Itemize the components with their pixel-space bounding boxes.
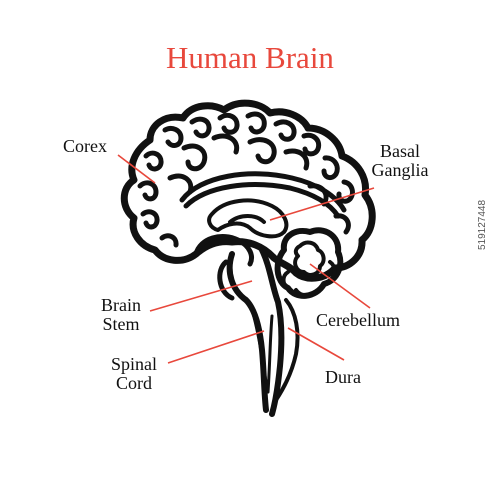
label-brain-stem-line-1: Brain [101, 295, 141, 315]
temporal-lobe [193, 234, 254, 267]
cortex-folds [137, 111, 355, 248]
cerebellum-structure [274, 227, 344, 299]
brain-drawing [120, 99, 376, 417]
label-basal-ganglia: Basal Ganglia [362, 142, 438, 180]
stock-id: 519127448 [477, 199, 488, 250]
label-spinal-cord: Spinal Cord [100, 355, 168, 393]
label-cortex: Corex [63, 136, 107, 156]
brain-stem-outline [226, 247, 285, 417]
dura-outline [274, 298, 300, 402]
diagram-title: Human Brain [166, 40, 334, 75]
leader-line-cortex [117, 154, 156, 184]
corpus-callosum [179, 171, 347, 219]
label-spinal-cord-line-1: Spinal [110, 354, 157, 374]
leader-line-brain-stem [149, 280, 253, 312]
label-dura: Dura [325, 367, 361, 387]
leader-line-spinal-cord [167, 330, 265, 364]
leader-lines [117, 154, 375, 364]
spinal-cord-detail [250, 308, 274, 394]
leader-line-basal-ganglia [269, 187, 375, 221]
leader-line-cerebellum [309, 263, 371, 309]
label-brain-stem: Brain Stem [92, 296, 150, 334]
label-basal-ganglia-line-2: Ganglia [371, 160, 429, 180]
label-brain-stem-line-2: Stem [102, 314, 140, 334]
leader-line-dura [287, 327, 345, 361]
label-cerebellum: Cerebellum [316, 310, 400, 330]
label-basal-ganglia-line-1: Basal [380, 141, 420, 161]
label-spinal-cord-line-2: Cord [116, 373, 152, 393]
basal-ganglia-structure [207, 198, 289, 239]
pons-shape [217, 259, 235, 301]
